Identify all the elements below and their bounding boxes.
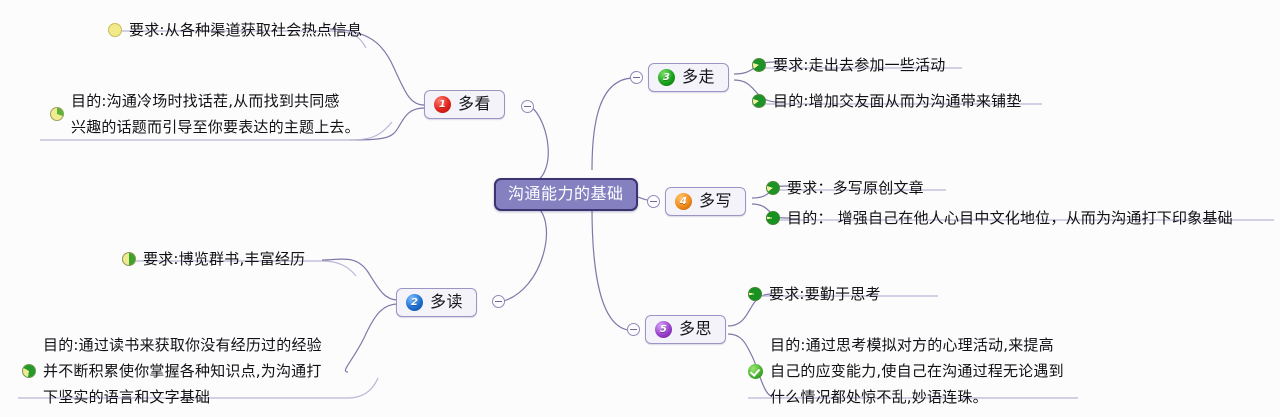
- pie-green-three-quarter-icon: [22, 364, 36, 378]
- leaf-item-4-2[interactable]: 目的： 增强自己在他人心目中文化地位，从而为沟通打下印象基础: [766, 205, 1233, 231]
- leaf-line: 目的:通过思考模拟对方的心理活动,来提高: [770, 336, 1054, 354]
- leaf-line: 自己的应变能力,使自己在沟通过程无论遇到: [770, 362, 1064, 380]
- leaf-text-4-1: 要求：多写原创文章: [787, 179, 924, 197]
- branch-node-1[interactable]: 1 多看: [424, 90, 506, 119]
- pie-green-mostly-icon: [752, 58, 766, 72]
- leaf-item-2-2[interactable]: 目的:通过读书来获取你没有经历过的经验 并不断积累使你掌握各种知识点,为沟通打 …: [22, 332, 322, 410]
- branch-badge-4: 4: [675, 192, 692, 210]
- branch-label-5: 多思: [679, 319, 713, 338]
- branch-label-2: 多读: [430, 292, 464, 311]
- branch-node-3[interactable]: 3 多走: [648, 63, 730, 92]
- branch-node-4[interactable]: 4 多写: [665, 187, 747, 216]
- leaf-item-5-1[interactable]: 要求:要勤于思考: [748, 281, 881, 307]
- pie-yellow-icon: [108, 23, 122, 37]
- leaf-item-5-2[interactable]: 目的:通过思考模拟对方的心理活动,来提高 自己的应变能力,使自己在沟通过程无论遇…: [748, 332, 1064, 410]
- leaf-text-5-1: 要求:要勤于思考: [769, 285, 881, 303]
- collapse-toggle-3[interactable]: [630, 71, 643, 84]
- leaf-line: 什么情况都处惊不乱,妙语连珠。: [770, 388, 988, 406]
- collapse-toggle-1[interactable]: [521, 100, 534, 113]
- leaf-text-2-1: 要求:博览群书,丰富经历: [143, 250, 306, 268]
- leaf-item-3-1[interactable]: 要求:走出去参加一些活动: [752, 52, 945, 78]
- leaf-item-1-2[interactable]: 目的:沟通冷场时找话茬,从而找到共同感 兴趣的话题而引导至你要表达的主题上去。: [50, 88, 360, 140]
- branch-badge-5: 5: [655, 320, 672, 338]
- branch-label-1: 多看: [458, 94, 492, 113]
- pie-green-half-icon: [122, 252, 136, 266]
- collapse-toggle-5[interactable]: [627, 323, 640, 336]
- pie-green-mostly-icon: [752, 94, 766, 108]
- leaf-text-4-2: 目的： 增强自己在他人心目中文化地位，从而为沟通打下印象基础: [787, 209, 1233, 227]
- branch-badge-2: 2: [406, 293, 423, 311]
- central-node[interactable]: 沟通能力的基础: [494, 178, 638, 211]
- leaf-item-1-1[interactable]: 要求:从各种渠道获取社会热点信息: [108, 17, 362, 43]
- leaf-item-2-1[interactable]: 要求:博览群书,丰富经历: [122, 246, 305, 272]
- pie-green-quarter-icon: [50, 107, 64, 121]
- leaf-line: 并不断积累使你掌握各种知识点,为沟通打: [43, 362, 322, 380]
- leaf-line: 下坚实的语言和文字基础: [43, 388, 211, 406]
- branch-badge-3: 3: [658, 68, 675, 86]
- check-circle-icon: [748, 363, 763, 379]
- pie-green-full-icon: [748, 287, 762, 301]
- leaf-text-5-2: 目的:通过思考模拟对方的心理活动,来提高 自己的应变能力,使自己在沟通过程无论遇…: [770, 332, 1064, 410]
- central-node-label: 沟通能力的基础: [508, 184, 624, 203]
- collapse-toggle-2[interactable]: [492, 295, 505, 308]
- pie-green-mostly-icon: [766, 181, 780, 195]
- branch-label-3: 多走: [682, 67, 716, 86]
- leaf-text-1-1: 要求:从各种渠道获取社会热点信息: [129, 21, 363, 39]
- branch-node-2[interactable]: 2 多读: [396, 288, 478, 317]
- branch-label-4: 多写: [699, 191, 733, 210]
- leaf-item-3-2[interactable]: 目的:增加交友面从而为沟通带来铺垫: [752, 88, 1021, 114]
- pie-green-full-icon: [766, 211, 780, 225]
- leaf-item-4-1[interactable]: 要求：多写原创文章: [766, 175, 924, 201]
- leaf-line: 目的:沟通冷场时找话茬,从而找到共同感: [71, 92, 340, 110]
- leaf-text-2-2: 目的:通过读书来获取你没有经历过的经验 并不断积累使你掌握各种知识点,为沟通打 …: [43, 332, 322, 410]
- leaf-text-3-2: 目的:增加交友面从而为沟通带来铺垫: [773, 92, 1022, 110]
- leaf-text-3-1: 要求:走出去参加一些活动: [773, 56, 946, 74]
- leaf-line: 兴趣的话题而引导至你要表达的主题上去。: [71, 118, 360, 136]
- leaf-line: 目的:通过读书来获取你没有经历过的经验: [43, 336, 322, 354]
- leaf-text-1-2: 目的:沟通冷场时找话茬,从而找到共同感 兴趣的话题而引导至你要表达的主题上去。: [71, 88, 360, 140]
- branch-badge-1: 1: [434, 95, 451, 113]
- collapse-toggle-4[interactable]: [647, 195, 660, 208]
- branch-node-5[interactable]: 5 多思: [645, 315, 727, 344]
